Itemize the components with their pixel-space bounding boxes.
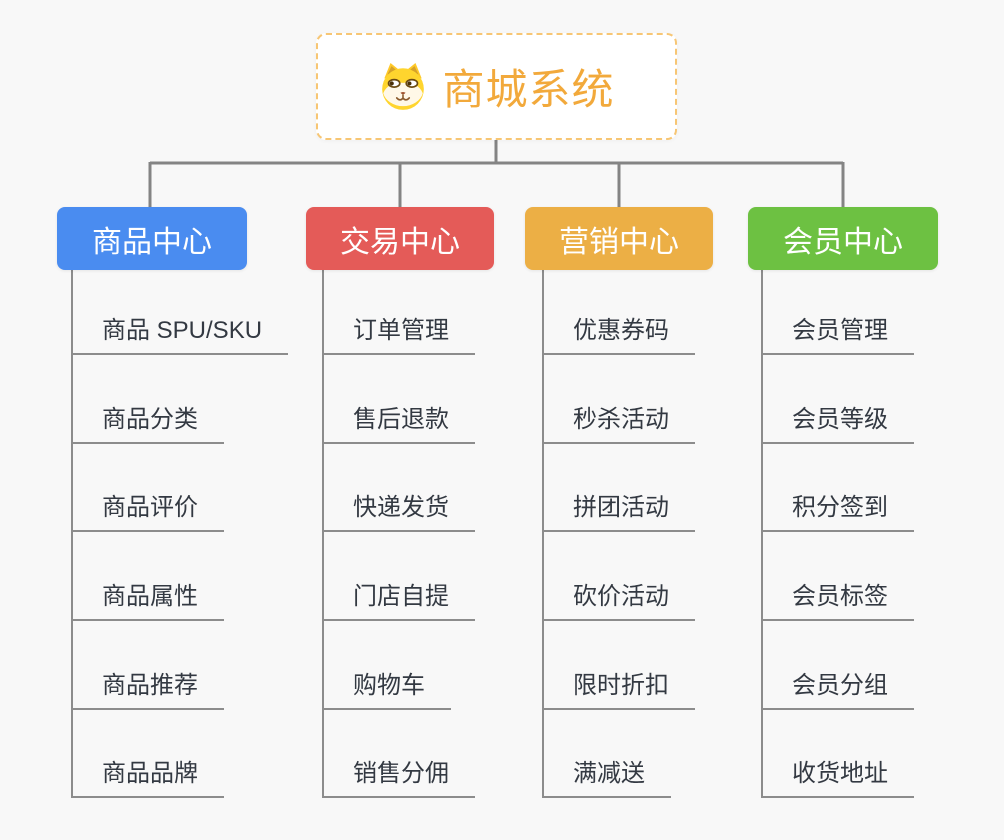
subtopic-coupon-code[interactable]: 优惠券码 (543, 309, 695, 355)
subtopic-member-management[interactable]: 会员管理 (762, 309, 914, 355)
subtopic-product-spu-sku[interactable]: 商品 SPU/SKU (72, 309, 289, 355)
subtopic-product-category[interactable]: 商品分类 (72, 398, 224, 444)
branch-topic-label: 会员中心 (783, 225, 903, 259)
subtopic-bargain-activity[interactable]: 砍价活动 (543, 575, 695, 621)
subtopic-sales-commission[interactable]: 销售分佣 (323, 752, 475, 798)
subtopic-product-attribute[interactable]: 商品属性 (72, 575, 224, 621)
subtopic-product-brand[interactable]: 商品品牌 (72, 752, 224, 798)
subtopic-express-shipping[interactable]: 快递发货 (323, 486, 475, 532)
branch-topic-member-center[interactable]: 会员中心 (748, 207, 938, 270)
branch-topic-label: 营销中心 (559, 225, 679, 259)
subtopic-order-management[interactable]: 订单管理 (323, 309, 475, 355)
subtopic-shopping-cart[interactable]: 购物车 (323, 664, 451, 710)
dog-face-icon (382, 62, 425, 110)
branch-topic-trade-center[interactable]: 交易中心 (306, 207, 494, 270)
subtopic-member-group[interactable]: 会员分组 (762, 664, 914, 710)
root-topic[interactable]: 商城系统 (316, 33, 677, 140)
subtopic-product-review[interactable]: 商品评价 (72, 486, 224, 532)
branch-topic-label: 商品中心 (92, 225, 212, 259)
subtopic-member-tag[interactable]: 会员标签 (762, 575, 914, 621)
branch-topic-label: 交易中心 (340, 225, 460, 259)
subtopic-limited-time-discount[interactable]: 限时折扣 (543, 664, 695, 710)
root-topic-title: 商城系统 (442, 66, 615, 113)
subtopic-shipping-address[interactable]: 收货地址 (762, 752, 914, 798)
subtopic-aftersale-refund[interactable]: 售后退款 (323, 398, 475, 444)
branch-topic-marketing-center[interactable]: 营销中心 (525, 207, 713, 270)
branch-topic-product-center[interactable]: 商品中心 (57, 207, 247, 270)
subtopic-points-checkin[interactable]: 积分签到 (762, 486, 914, 532)
subtopic-full-reduction[interactable]: 满减送 (543, 752, 671, 798)
subtopic-member-level[interactable]: 会员等级 (762, 398, 914, 444)
subtopic-flash-sale[interactable]: 秒杀活动 (543, 398, 695, 444)
subtopic-store-pickup[interactable]: 门店自提 (323, 575, 475, 621)
subtopic-product-recommend[interactable]: 商品推荐 (72, 664, 224, 710)
subtopic-group-buy[interactable]: 拼团活动 (543, 486, 695, 532)
